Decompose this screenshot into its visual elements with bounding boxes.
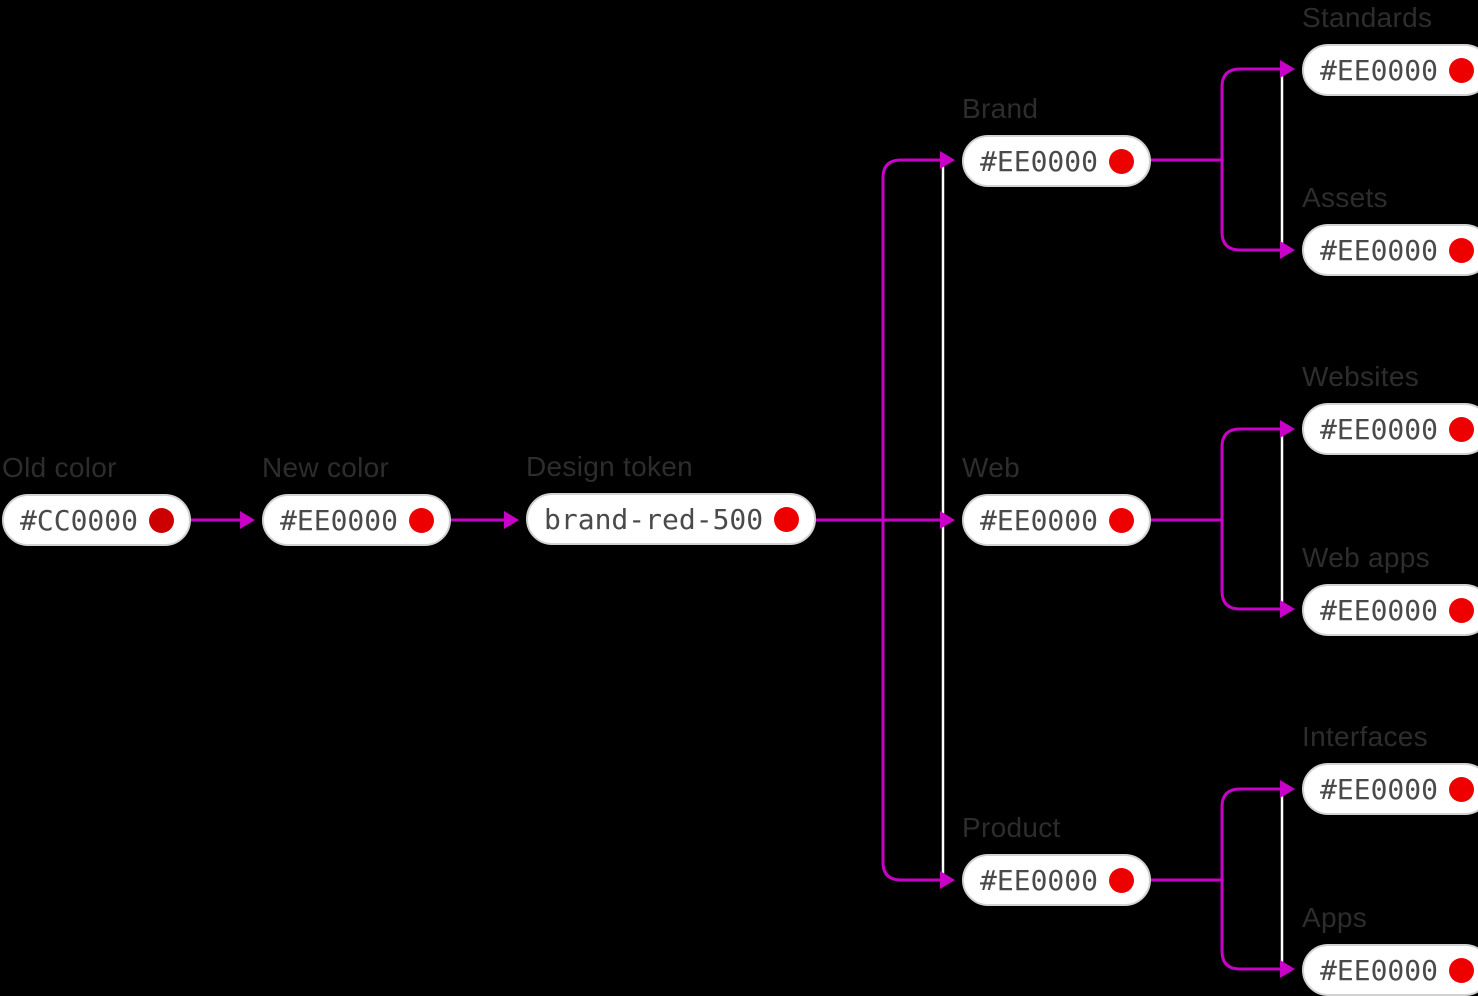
- trunk-to-product: [881, 519, 940, 882]
- color-value: #EE0000: [1320, 593, 1439, 627]
- color-pill: #EE0000: [962, 494, 1152, 546]
- color-swatch-dot: [1109, 507, 1135, 533]
- arrowhead: [940, 151, 955, 169]
- node-label: Design token: [526, 451, 694, 482]
- node-assets: Assets #EE0000: [1302, 184, 1478, 276]
- color-pill: #EE0000: [1302, 944, 1478, 996]
- node-apps: Apps #EE0000: [1302, 904, 1478, 996]
- color-swatch-dot: [409, 507, 435, 533]
- node-web-apps: Web apps #EE0000: [1302, 544, 1478, 636]
- arrowhead: [1280, 60, 1295, 78]
- arrowhead: [1280, 780, 1295, 798]
- node-label: Web apps: [1302, 542, 1430, 573]
- node-label: Web: [962, 452, 1020, 483]
- node-websites: Websites #EE0000: [1302, 363, 1478, 455]
- arrowhead: [240, 511, 255, 529]
- node-label: Apps: [1302, 902, 1368, 933]
- node-label: Assets: [1302, 182, 1388, 213]
- color-swatch-dot: [1109, 148, 1135, 174]
- node-new-color: New color #EE0000: [262, 452, 452, 546]
- color-value: #EE0000: [1320, 233, 1439, 267]
- color-pill: #EE0000: [1302, 44, 1478, 96]
- node-label: New color: [262, 452, 390, 483]
- node-label: Old color: [2, 452, 117, 483]
- color-value: #EE0000: [980, 863, 1099, 897]
- color-value: #EE0000: [980, 503, 1099, 537]
- bracket-web-lower: [1220, 519, 1280, 611]
- arrowhead: [1280, 420, 1295, 438]
- token-value: brand-red-500: [544, 502, 764, 536]
- color-pill: #CC0000: [2, 494, 192, 546]
- node-label: Standards: [1302, 2, 1433, 33]
- arrowhead: [940, 511, 955, 529]
- color-swatch-dot: [1449, 957, 1475, 983]
- node-product: Product #EE0000: [962, 812, 1152, 906]
- node-label: Interfaces: [1302, 721, 1428, 752]
- arrowhead: [1280, 960, 1295, 978]
- color-value: #EE0000: [1320, 412, 1439, 446]
- color-pill: #EE0000: [262, 494, 452, 546]
- color-value: #EE0000: [280, 503, 399, 537]
- node-web: Web #EE0000: [962, 452, 1152, 546]
- node-interfaces: Interfaces #EE0000: [1302, 723, 1478, 815]
- color-pill: #EE0000: [1302, 403, 1478, 455]
- node-standards: Standards #EE0000: [1302, 4, 1478, 96]
- node-label: Brand: [962, 93, 1039, 124]
- token-pill: brand-red-500: [526, 493, 817, 545]
- color-swatch-dot: [1449, 57, 1475, 83]
- node-design-token: Design token brand-red-500: [526, 451, 817, 545]
- arrowhead: [940, 871, 955, 889]
- color-swatch-dot: [1449, 776, 1475, 802]
- node-old-color: Old color #CC0000: [2, 452, 192, 546]
- color-value: #EE0000: [1320, 953, 1439, 987]
- bracket-product-lower: [1220, 879, 1280, 971]
- arrowhead: [504, 511, 519, 529]
- color-swatch-dot: [1109, 867, 1135, 893]
- trunk-to-brand: [881, 158, 940, 521]
- node-brand: Brand #EE0000: [962, 93, 1152, 187]
- color-pill: #EE0000: [962, 135, 1152, 187]
- arrowhead: [1280, 600, 1295, 618]
- color-swatch-dot: [1449, 416, 1475, 442]
- color-pill: #EE0000: [962, 854, 1152, 906]
- bracket-web-upper: [1220, 427, 1280, 521]
- node-label: Websites: [1302, 361, 1420, 392]
- color-pill: #EE0000: [1302, 224, 1478, 276]
- node-label: Product: [962, 812, 1061, 843]
- color-pill: #EE0000: [1302, 584, 1478, 636]
- color-swatch-dot: [1449, 237, 1475, 263]
- bracket-product-upper: [1220, 787, 1280, 881]
- bracket-brand-upper: [1220, 67, 1280, 161]
- color-value: #EE0000: [980, 144, 1099, 178]
- color-value: #EE0000: [1320, 772, 1439, 806]
- color-swatch-dot: [149, 507, 175, 533]
- color-pill: #EE0000: [1302, 763, 1478, 815]
- color-value: #CC0000: [20, 503, 139, 537]
- color-value: #EE0000: [1320, 53, 1439, 87]
- arrowhead: [1280, 241, 1295, 259]
- color-swatch-dot: [1449, 597, 1475, 623]
- bracket-brand-lower: [1220, 159, 1280, 252]
- color-swatch-dot: [774, 506, 800, 532]
